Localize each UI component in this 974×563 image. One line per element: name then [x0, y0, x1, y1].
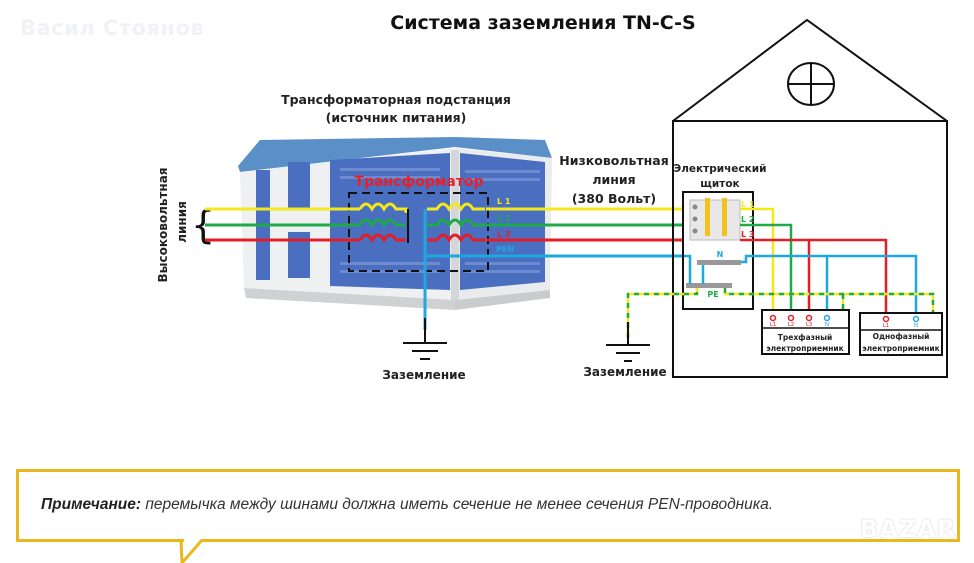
- low-voltage-label-3: (380 Вольт): [572, 191, 656, 206]
- secondary-windings: [427, 202, 485, 243]
- high-voltage-label-1: Высоковольтная: [156, 167, 170, 282]
- note-text: Примечание: перемычка между шинами должн…: [41, 496, 773, 514]
- three-phase-load: [761, 309, 850, 355]
- panel-internal-wiring: [684, 254, 705, 284]
- substation-title-1: Трансформаторная подстанция: [281, 92, 511, 107]
- single-phase-load: [859, 312, 943, 356]
- house-l2: [740, 223, 793, 317]
- note-callout: Примечание: перемычка между шинами должн…: [16, 469, 960, 542]
- n-bus-label: N: [717, 250, 724, 259]
- bazar-logo: BAZAR: [860, 515, 957, 543]
- transformer-label: Трансформатор: [354, 174, 483, 190]
- n-bus: [697, 260, 741, 265]
- house: [672, 18, 948, 378]
- pe-bus-label: PE: [707, 290, 718, 299]
- panel-label-l1: L 1: [741, 200, 755, 209]
- sub-label-l2: L 2: [497, 214, 510, 223]
- sub-label-pen: PEN: [496, 245, 514, 254]
- three-phase-terminal-l1: L1: [770, 322, 777, 328]
- three-phase-load-label-1: Трехфазный: [778, 333, 833, 342]
- house-n-single: [827, 254, 918, 317]
- low-voltage-label-2: линия: [592, 172, 635, 187]
- panel-title-2: щиток: [700, 178, 739, 190]
- three-phase-terminal-l2: L2: [788, 322, 795, 328]
- low-voltage-label-1: Низковольтная: [559, 153, 668, 168]
- primary-windings: [358, 202, 409, 243]
- house-l3-single: [809, 238, 888, 317]
- note-callout-tail: [178, 539, 204, 563]
- substation-title-2: (источник питания): [326, 110, 467, 125]
- house-n-three: [741, 254, 829, 317]
- single-phase-load-label-1: Однофазный: [873, 332, 930, 341]
- diagram-title: Система заземления TN-C-S: [390, 12, 695, 34]
- single-phase-load-label-2: электроприемник: [862, 344, 940, 353]
- author-watermark: Васил Стоянов: [20, 16, 205, 40]
- transformer-boundary: [348, 192, 489, 272]
- single-phase-terminal-l1: L1: [883, 323, 890, 329]
- note-body: перемычка между шинами должна иметь сече…: [141, 496, 774, 513]
- panel-title-1: Электрический: [674, 163, 767, 175]
- panel-label-l2: L 2: [741, 215, 754, 224]
- sub-label-l3: L 3: [497, 230, 510, 239]
- sub-label-l1: L 1: [497, 197, 511, 206]
- ground-symbol-left: [403, 318, 447, 360]
- single-phase-terminal-n: N: [914, 323, 918, 329]
- ground-label-left: Заземление: [382, 368, 465, 382]
- pe-conductor: [626, 288, 935, 338]
- note-label: Примечание:: [41, 496, 142, 513]
- three-phase-terminal-n: N: [825, 322, 829, 328]
- high-voltage-lines: [205, 207, 360, 242]
- pe-bus: [686, 283, 732, 288]
- high-voltage-label-2: линия: [175, 201, 189, 243]
- low-voltage-lines: [423, 207, 690, 330]
- house-l1: [740, 207, 775, 317]
- three-phase-load-label-2: электроприемник: [766, 344, 844, 353]
- ground-symbol-right: [606, 322, 650, 362]
- three-phase-terminal-l3: L3: [806, 322, 813, 328]
- ground-label-right: Заземление: [583, 365, 666, 379]
- house-wiring: [740, 207, 918, 317]
- tn-c-s-diagram: Система заземления TN-C-S Трансформаторн…: [156, 12, 948, 382]
- circuit-breaker: [689, 198, 741, 241]
- panel-label-l3: L 3: [741, 230, 754, 239]
